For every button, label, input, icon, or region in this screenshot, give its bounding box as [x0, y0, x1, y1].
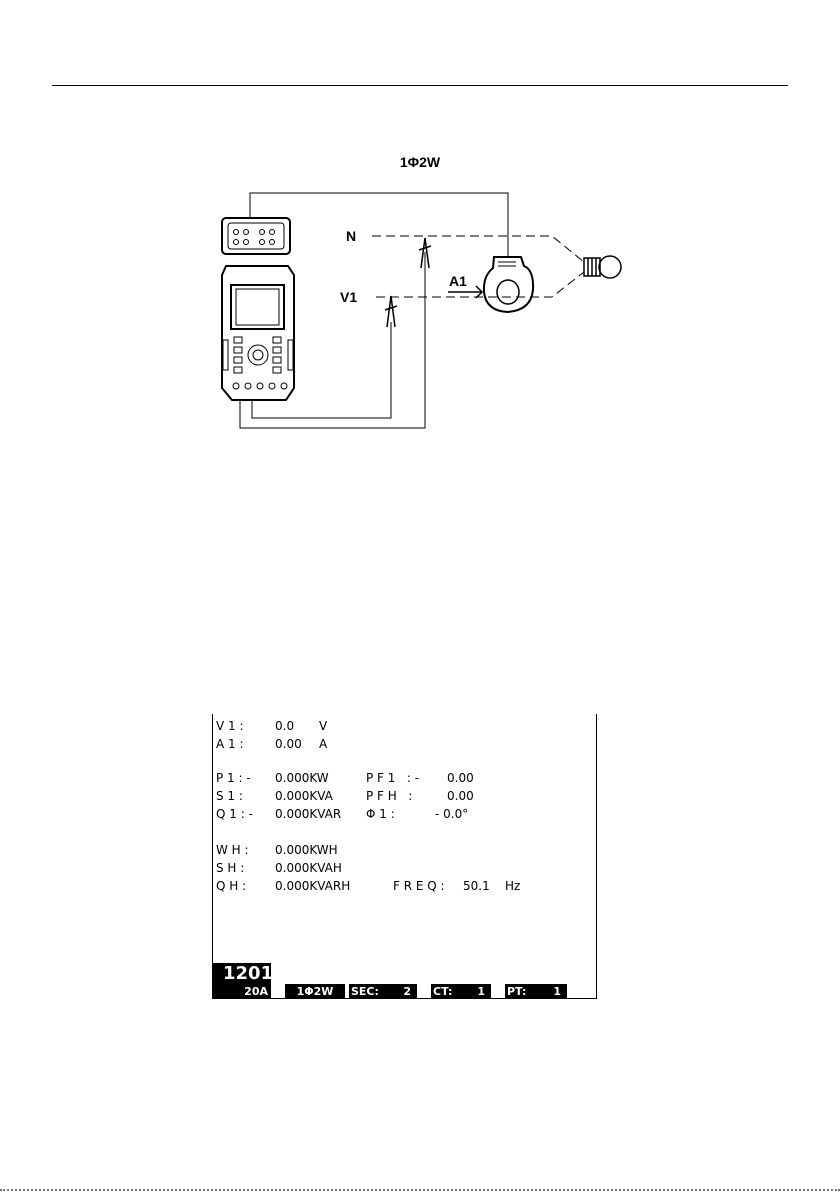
ct-field: CT: 1 — [431, 984, 491, 999]
q1-value: 0.000KVAR — [275, 807, 341, 821]
ct-label: CT: — [433, 985, 452, 998]
freq-label: F R E Q : — [393, 879, 445, 893]
neutral-label: N — [346, 228, 356, 244]
a1-value: 0.00 — [275, 737, 302, 751]
voltage-label: V1 — [340, 289, 357, 305]
lamp-load-icon — [584, 256, 621, 278]
freq-unit: Hz — [505, 879, 520, 893]
freq-value: 50.1 — [463, 879, 490, 893]
p1-value: 0.000KW — [275, 771, 329, 785]
model-badge: 1201 — [213, 963, 271, 984]
meter-inputs — [233, 383, 287, 389]
sec-value: 2 — [403, 984, 411, 999]
a1-unit: A — [319, 737, 327, 751]
v1-label: V 1 : — [216, 719, 244, 733]
current-label: A1 — [449, 273, 467, 289]
connector-terminals — [234, 230, 275, 245]
pt-label: PT: — [507, 985, 526, 998]
footer-rule — [0, 1189, 840, 1191]
n-line — [372, 236, 584, 262]
v1-unit: V — [319, 719, 327, 733]
n-test-lead — [240, 252, 425, 428]
wh-value: 0.000KWH — [275, 843, 338, 857]
meter-display: V 1 : 0.0 V A 1 : 0.00 A P 1 : - 0.000KW… — [212, 714, 597, 999]
sh-label: S H : — [216, 861, 244, 875]
sec-label: SEC: — [351, 985, 379, 998]
meter-buttons — [223, 337, 293, 373]
pt-field: PT: 1 — [505, 984, 567, 999]
wh-label: W H : — [216, 843, 249, 857]
q1-label: Q 1 : - — [216, 807, 253, 821]
a1-label: A 1 : — [216, 737, 244, 751]
pfh-label: P F H : — [366, 789, 412, 803]
v1-value: 0.0 — [275, 719, 294, 733]
s1-value: 0.000KVA — [275, 789, 333, 803]
qh-label: Q H : — [216, 879, 246, 893]
wiring-mode: 1Φ2W — [285, 984, 345, 999]
phi1-value: - 0.0° — [435, 807, 468, 821]
wiring-diagram — [0, 0, 840, 460]
clamp-lead — [250, 193, 508, 258]
s1-label: S 1 : — [216, 789, 243, 803]
range-indicator: 20A — [213, 984, 271, 999]
pf1-value: 0.00 — [447, 771, 474, 785]
meter-screen — [231, 285, 284, 329]
pt-value: 1 — [553, 984, 561, 999]
p1-label: P 1 : - — [216, 771, 251, 785]
sec-field: SEC: 2 — [349, 984, 417, 999]
pfh-value: 0.00 — [447, 789, 474, 803]
phi1-label: Φ 1 : — [366, 807, 395, 821]
qh-value: 0.000KVARH — [275, 879, 350, 893]
sh-value: 0.000KVAH — [275, 861, 342, 875]
pf1-label: P F 1 : - — [366, 771, 419, 785]
ct-value: 1 — [477, 984, 485, 999]
